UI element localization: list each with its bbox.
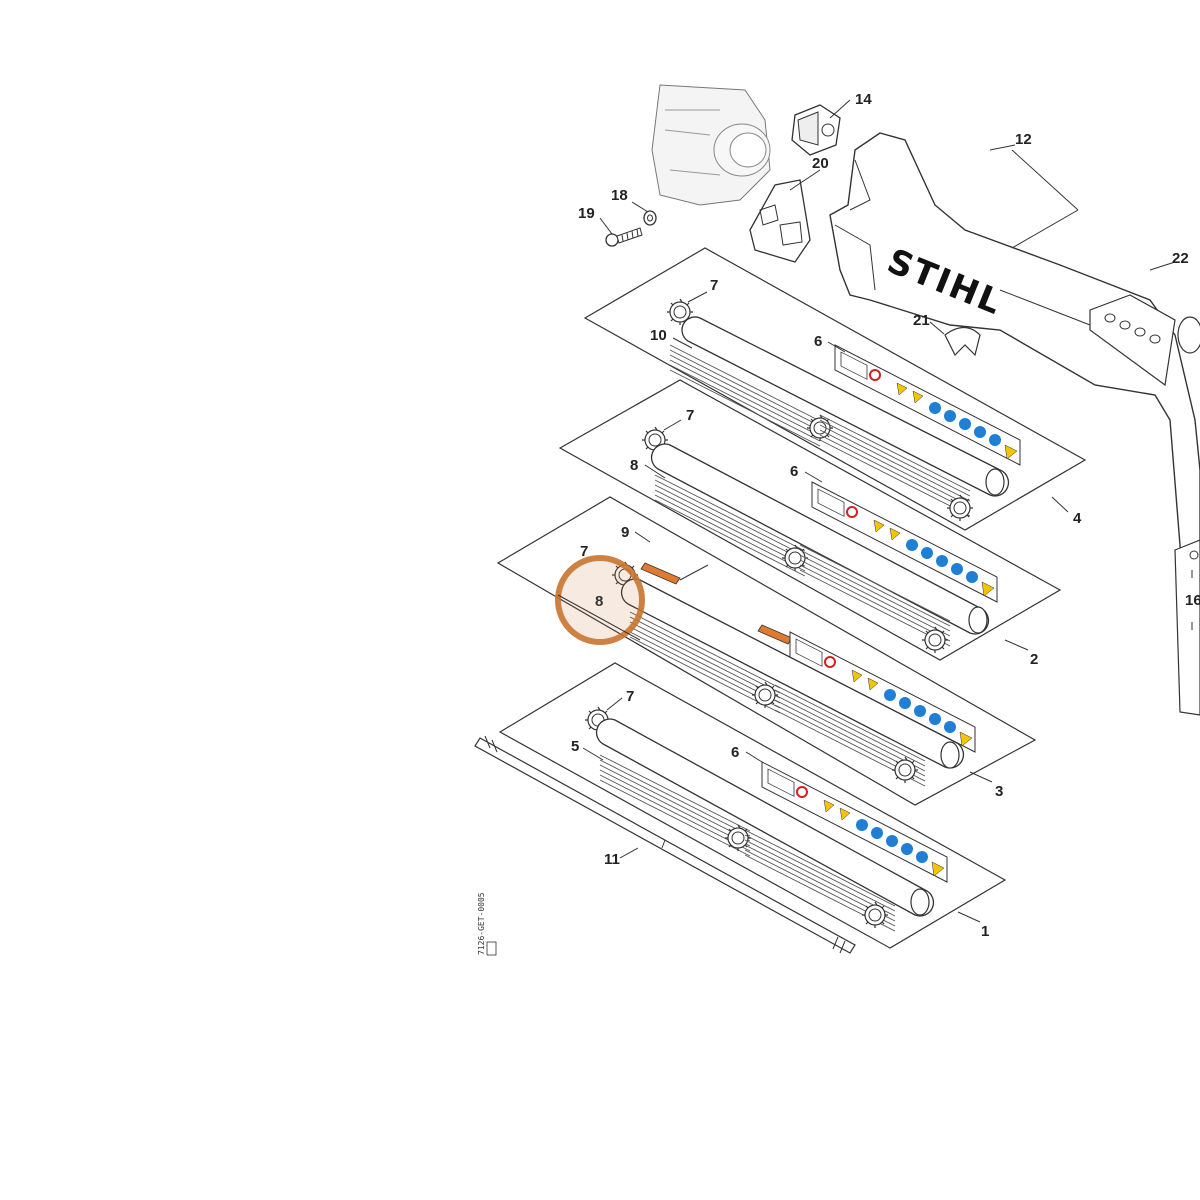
callout-10[interactable]: 10 [650, 327, 667, 344]
part-16-panel [1174, 539, 1200, 716]
callout-1[interactable]: 1 [981, 923, 989, 940]
leader-lines [582, 99, 1176, 923]
tray-1 [498, 662, 1007, 949]
callout-22[interactable]: 22 [1172, 250, 1189, 267]
callout-20[interactable]: 20 [812, 155, 829, 172]
highlight-marker[interactable]: 8 [555, 555, 645, 645]
callout-7-tray3[interactable]: 7 [580, 543, 588, 560]
part-21-clip [944, 326, 981, 357]
callout-12[interactable]: 12 [1015, 131, 1032, 148]
callout-9[interactable]: 9 [621, 524, 629, 541]
drawing-code-group: 7126-GET-0005 [477, 892, 497, 956]
callout-7-tray1[interactable]: 7 [626, 688, 634, 705]
callout-16[interactable]: 16 [1185, 592, 1200, 609]
part-14-clamp [791, 104, 841, 156]
callout-2[interactable]: 2 [1030, 651, 1038, 668]
callout-18[interactable]: 18 [611, 187, 628, 204]
part-11-drive-shaft [474, 735, 856, 954]
callout-4[interactable]: 4 [1073, 510, 1082, 527]
callout-7-tray2[interactable]: 7 [686, 407, 694, 424]
callout-11[interactable]: 11 [604, 851, 620, 868]
callout-19[interactable]: 19 [578, 205, 595, 222]
callout-6-tray2[interactable]: 6 [790, 463, 798, 480]
callout-8-tray2[interactable]: 8 [630, 457, 638, 474]
callout-3[interactable]: 3 [995, 783, 1003, 800]
part-19-screw [605, 227, 643, 247]
callout-6-tray4[interactable]: 6 [814, 333, 822, 350]
highlight-label: 8 [595, 593, 603, 610]
drawing-code: 7126-GET-0005 [477, 892, 486, 955]
callout-7-tray4[interactable]: 7 [710, 277, 718, 294]
callout-21[interactable]: 21 [913, 312, 930, 329]
callout-14[interactable]: 14 [855, 91, 872, 108]
tray-2 [558, 379, 1062, 661]
part-18-washer [643, 210, 657, 226]
part-12-housing: STIHL [829, 132, 1200, 707]
callout-5[interactable]: 5 [571, 738, 579, 755]
callouts: 14 12 20 18 19 22 7 21 10 6 7 8 6 4 9 7 … [571, 91, 1200, 940]
part-20-bracket [749, 179, 811, 263]
callout-6-tray1[interactable]: 6 [731, 744, 739, 761]
tray-4 [583, 247, 1087, 531]
engine-housing [651, 84, 771, 206]
